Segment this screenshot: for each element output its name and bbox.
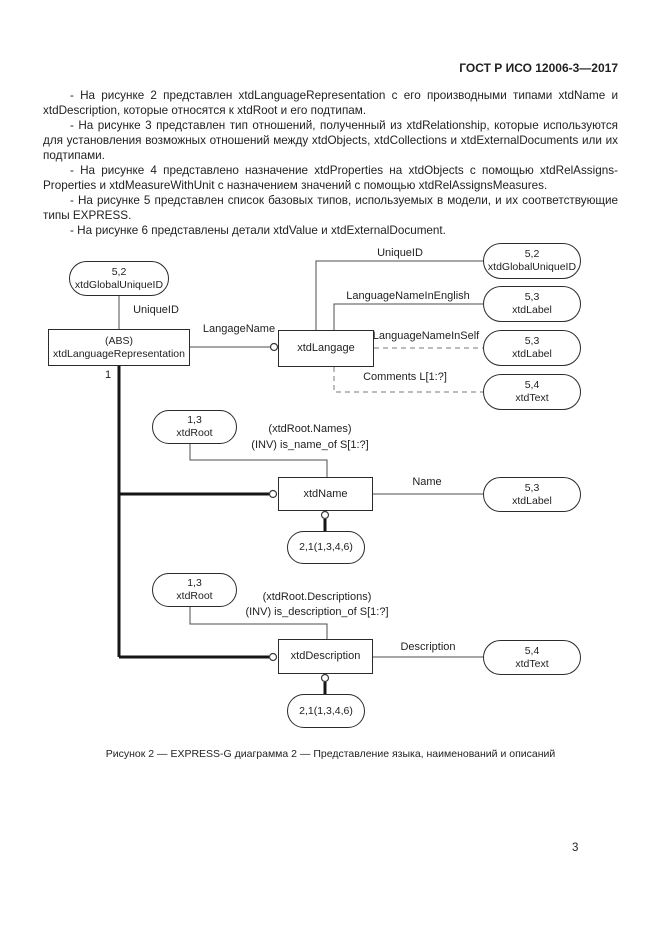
node-label: xtdDescription xyxy=(290,650,361,662)
edge-label-inv-is-description-of: (INV) is_description_of S[1:?] xyxy=(245,606,389,618)
figure-caption: Рисунок 2 — EXPRESS-G диаграмма 2 — Пред… xyxy=(105,748,556,760)
node-abs-xtdLanguageRepresentation: (ABS) xtdLanguageRepresentation xyxy=(48,329,190,366)
node-xtdText-comments: 5,4 xtdText xyxy=(483,374,581,410)
diagram-connectors xyxy=(117,260,483,694)
edge-label-cardinality-1: 1 xyxy=(104,369,112,381)
paragraph: - На рисунке 2 представлен xtdLanguageRe… xyxy=(43,89,618,117)
relation-circle-icon xyxy=(320,673,330,683)
express-g-diagram: 5,2 xtdGlobalUniqueID (ABS) xtdLanguageR… xyxy=(0,240,661,740)
node-pageref-description: 2,1(1,3,4,6) xyxy=(287,694,365,728)
node-page-ref: 5,3 xyxy=(524,335,540,347)
node-label: xtdLabel xyxy=(512,348,552,360)
edge-label-langagename: LangageName xyxy=(202,323,276,335)
edge-label-uniqueid-left: UniqueID xyxy=(133,304,179,316)
node-abs-marker: (ABS) xyxy=(104,334,133,347)
edge-xtdroot-descriptions xyxy=(189,607,328,639)
page-number: 3 xyxy=(572,842,579,854)
paragraph: - На рисунке 3 представлен тип отношений… xyxy=(43,119,618,162)
node-label: xtdName xyxy=(303,487,348,500)
edge-languagenameinenglish xyxy=(333,303,483,330)
node-label: xtdGlobalUniqueID xyxy=(74,278,164,291)
edge-label-languagenameinself: LanguageNameInSelf xyxy=(372,330,480,342)
paragraph: - На рисунке 4 представлено назначение x… xyxy=(43,164,618,192)
node-xtdLabel-english: 5,3 xtdLabel xyxy=(483,286,581,322)
node-xtdRoot-names: 1,3 xtdRoot xyxy=(152,410,237,444)
edge-label-description: Description xyxy=(400,641,456,653)
node-label: 2,1(1,3,4,6) xyxy=(299,704,353,717)
node-page-ref: 5,3 xyxy=(524,291,540,303)
node-xtdDescription: xtdDescription xyxy=(278,639,373,674)
node-xtdLabel-name: 5,3 xtdLabel xyxy=(483,477,581,512)
node-xtdLabel-self: 5,3 xtdLabel xyxy=(483,330,581,366)
node-pageref-name: 2,1(1,3,4,6) xyxy=(287,531,365,564)
edge-xtdroot-names xyxy=(189,444,328,477)
node-label: xtdLabel xyxy=(512,494,552,507)
node-page-ref: 1,3 xyxy=(187,414,202,426)
node-label: xtdLabel xyxy=(512,304,552,316)
node-label: xtdLanguageRepresentation xyxy=(53,347,185,360)
paragraph: - На рисунке 5 представлен список базовы… xyxy=(43,194,618,222)
edge-label-inv-is-name-of: (INV) is_name_of S[1:?] xyxy=(251,439,369,451)
relation-circle-icon xyxy=(269,342,279,352)
edge-label-xtdroot-descriptions: (xtdRoot.Descriptions) xyxy=(262,591,372,603)
node-label: xtdText xyxy=(515,392,549,404)
node-label: xtdLangage xyxy=(297,342,355,354)
node-xtdName: xtdName xyxy=(278,477,373,511)
node-page-ref: 1,3 xyxy=(187,577,202,589)
relation-circle-icon xyxy=(320,510,330,520)
node-page-ref: 5,2 xyxy=(524,248,540,260)
node-page-ref: 5,3 xyxy=(524,481,540,494)
node-label: 2,1(1,3,4,6) xyxy=(299,541,353,553)
node-xtdText-description: 5,4 xtdText xyxy=(483,640,581,675)
node-xtdGlobalUniqueID-left: 5,2 xtdGlobalUniqueID xyxy=(69,261,169,296)
node-label: xtdGlobalUniqueID xyxy=(487,261,577,273)
node-label: xtdRoot xyxy=(176,590,213,602)
relation-circle-icon xyxy=(268,652,278,662)
edge-label-xtdroot-names: (xtdRoot.Names) xyxy=(268,423,352,435)
node-xtdRoot-descriptions: 1,3 xtdRoot xyxy=(152,573,237,607)
node-page-ref: 5,4 xyxy=(524,379,540,391)
body-text: - На рисунке 2 представлен xtdLanguageRe… xyxy=(43,88,618,238)
paragraph: - На рисунке 6 представлены детали xtdVa… xyxy=(70,224,446,237)
node-xtdLangage: xtdLangage xyxy=(278,330,374,367)
node-xtdGlobalUniqueID-right: 5,2 xtdGlobalUniqueID xyxy=(483,243,581,279)
relation-circle-icon xyxy=(268,489,278,499)
node-page-ref: 5,4 xyxy=(524,644,540,657)
edge-label-uniqueid-right: UniqueID xyxy=(377,247,423,259)
edge-label-name: Name xyxy=(412,476,442,488)
node-page-ref: 5,2 xyxy=(111,265,127,278)
node-label: xtdRoot xyxy=(176,427,213,439)
edge-label-comments: Comments L[1:?] xyxy=(363,371,447,383)
standard-reference: ГОСТ Р ИСО 12006-3—2017 xyxy=(459,61,618,75)
edge-label-languagenameinenglish: LanguageNameInEnglish xyxy=(346,290,470,302)
node-label: xtdText xyxy=(515,657,549,670)
edge-uniqueid-right xyxy=(315,260,483,330)
